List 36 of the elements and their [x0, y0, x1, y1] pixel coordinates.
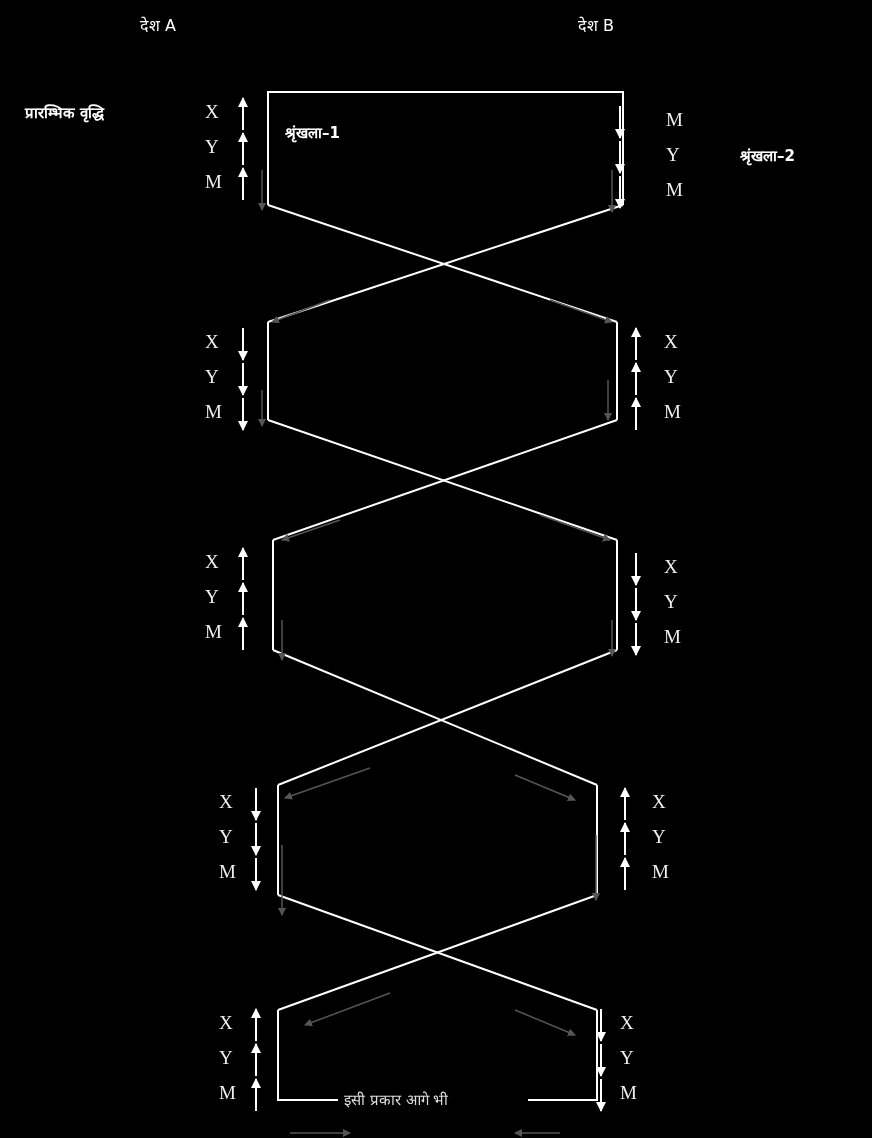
variable-label: Y: [664, 592, 678, 612]
series-label: श्रृंखला–2: [740, 146, 795, 165]
variable-label: Y: [666, 145, 680, 165]
variable-label: M: [666, 110, 683, 130]
variable-label: M: [205, 402, 222, 422]
variable-label: M: [219, 1083, 236, 1103]
column-heading: देश A: [140, 15, 177, 36]
variable-label: Y: [652, 827, 666, 847]
variable-label: X: [664, 557, 678, 577]
variable-label: X: [205, 102, 219, 122]
variable-label: Y: [205, 587, 219, 607]
variable-label: X: [620, 1013, 634, 1033]
variable-label: M: [205, 172, 222, 192]
variable-label: Y: [620, 1048, 634, 1068]
variable-label: Y: [205, 367, 219, 387]
variable-label: X: [219, 792, 233, 812]
variable-label: M: [205, 622, 222, 642]
variable-label: M: [664, 627, 681, 647]
column-heading: देश B: [578, 15, 615, 36]
variable-label: X: [219, 1013, 233, 1033]
variable-label: Y: [205, 137, 219, 157]
variable-label: X: [664, 332, 678, 352]
variable-label: Y: [219, 1048, 233, 1068]
row-heading: प्रारम्भिक वृद्धि: [25, 103, 106, 124]
variable-label: M: [620, 1083, 637, 1103]
variable-label: M: [666, 180, 683, 200]
variable-label: X: [205, 552, 219, 572]
variable-label: Y: [219, 827, 233, 847]
variable-label: M: [664, 402, 681, 422]
series-label: श्रृंखला–1: [285, 123, 340, 142]
note-text: इसी प्रकार आगे भी: [344, 1090, 449, 1109]
variable-label: Y: [664, 367, 678, 387]
variable-label: X: [652, 792, 666, 812]
variable-label: M: [219, 862, 236, 882]
variable-label: M: [652, 862, 669, 882]
variable-label: X: [205, 332, 219, 352]
